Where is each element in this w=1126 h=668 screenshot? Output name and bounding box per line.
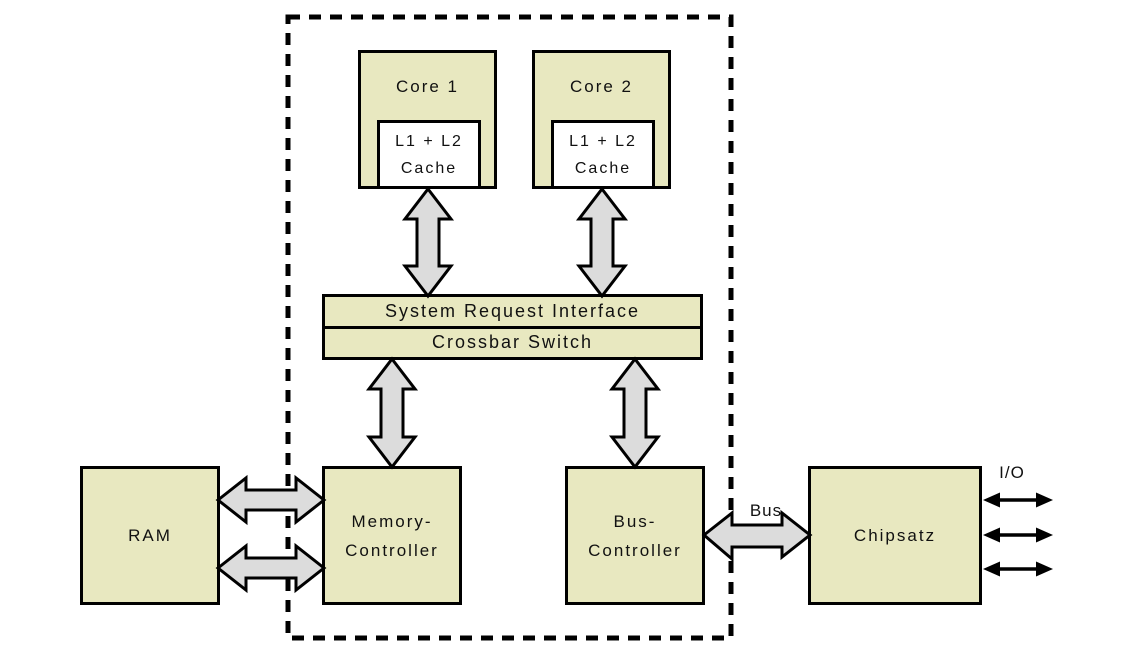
bus-controller-line1: Bus-: [613, 511, 657, 531]
io-label: I/O: [999, 463, 1025, 482]
core2-cache-box: L1 + L2 Cache: [551, 120, 655, 189]
crossbar-switch-bar: Crossbar Switch: [325, 325, 700, 358]
chipset-label: Chipsatz: [853, 525, 937, 545]
chipset-box: Chipsatz: [808, 466, 982, 605]
core2-cache-line1: L1 + L2: [569, 132, 637, 150]
ram-box: RAM: [80, 466, 220, 605]
core2-cache-line2: Cache: [574, 159, 632, 177]
system-request-interface-label: System Request Interface: [384, 300, 641, 321]
interconnect-bars: System Request Interface Crossbar Switch: [322, 294, 703, 360]
core1-cache-line1: L1 + L2: [395, 132, 463, 150]
ram-label: RAM: [128, 525, 172, 545]
core1-cache-box: L1 + L2 Cache: [377, 120, 481, 189]
core2-label: Core 2: [569, 77, 634, 96]
bus-controller-box: Bus- Controller: [565, 466, 705, 605]
memory-controller-line1: Memory-: [351, 511, 433, 531]
core1-cache-line2: Cache: [400, 159, 458, 177]
system-request-interface-bar: System Request Interface: [325, 297, 700, 326]
bus-label: Bus: [749, 501, 783, 520]
crossbar-switch-label: Crossbar Switch: [431, 332, 594, 353]
cpu-die-boundary: [285, 14, 734, 641]
memory-controller-box: Memory- Controller: [322, 466, 462, 605]
memory-controller-line2: Controller: [345, 540, 439, 560]
core1-label: Core 1: [395, 77, 460, 96]
bus-controller-line2: Controller: [588, 540, 682, 560]
